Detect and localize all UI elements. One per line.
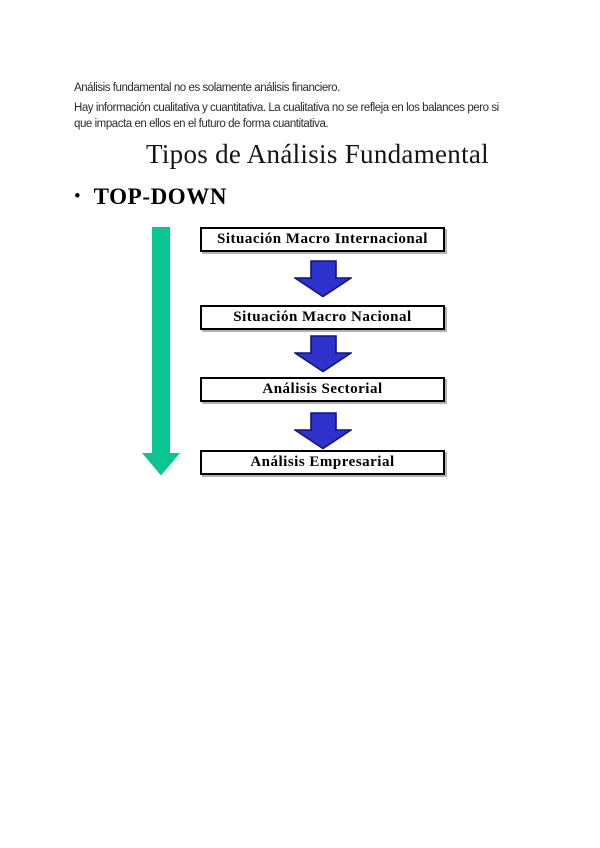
bullet-dot-icon: • (74, 185, 81, 207)
flow-step-label: Análisis Sectorial (262, 381, 383, 397)
timeline-down-arrow-icon (142, 227, 180, 476)
intro-paragraph-2-line-2: que impacta en ellos en el futuro de for… (74, 118, 329, 130)
top-down-bullet-item: • TOP-DOWN (74, 183, 227, 210)
intro-paragraph-1: Análisis fundamental no es solamente aná… (74, 81, 340, 94)
down-arrow-icon (294, 260, 352, 298)
flow-step-analisis-empresarial: Análisis Empresarial (200, 450, 445, 475)
top-down-flowchart: Situación Macro Internacional Situación … (0, 220, 600, 500)
flow-step-situacion-macro-internacional: Situación Macro Internacional (200, 227, 445, 252)
down-arrow-icon (294, 335, 352, 373)
flow-step-analisis-sectorial: Análisis Sectorial (200, 377, 445, 402)
slide-title: Tipos de Análisis Fundamental (146, 139, 489, 169)
flow-step-situacion-macro-nacional: Situación Macro Nacional (200, 305, 445, 330)
intro-paragraph-2-line-1: Hay información cualitativa y cuantitati… (74, 102, 499, 114)
flow-step-label: Situación Macro Internacional (217, 231, 428, 247)
flow-step-label: Análisis Empresarial (250, 454, 395, 470)
top-down-label: TOP-DOWN (93, 184, 228, 209)
flow-step-label: Situación Macro Nacional (233, 309, 412, 325)
down-arrow-icon (294, 412, 352, 450)
intro-paragraph-2: Hay información cualitativa y cuantitati… (74, 100, 499, 132)
